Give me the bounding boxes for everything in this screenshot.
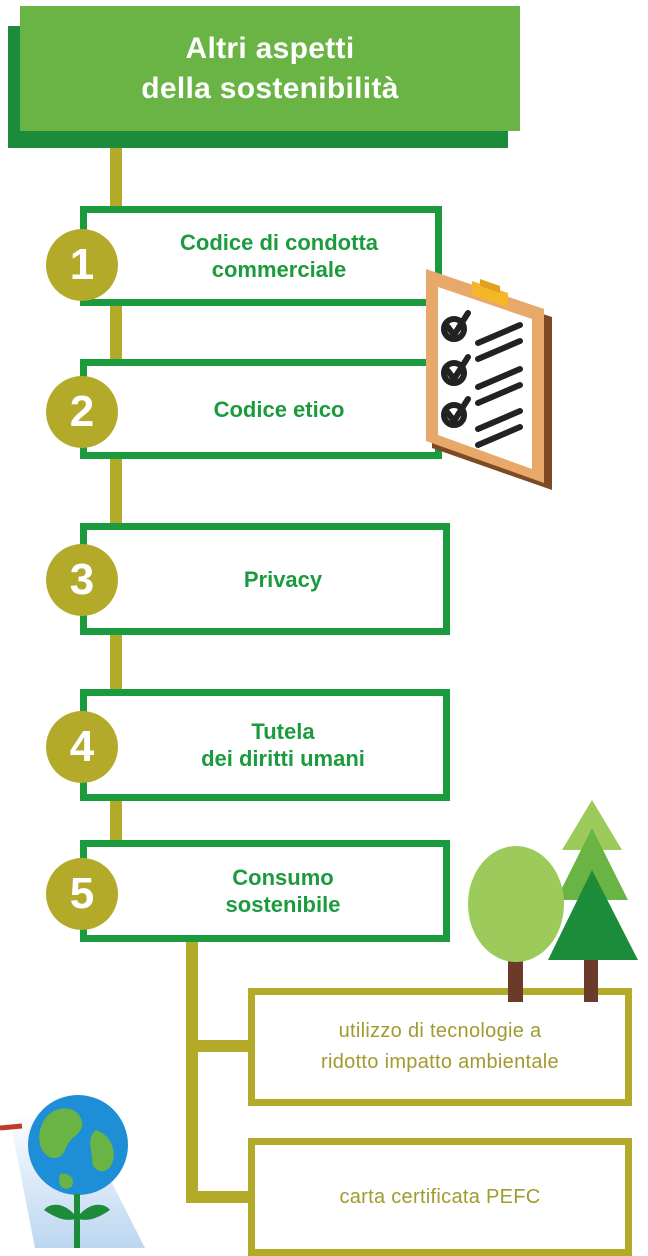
branch-connector: [186, 935, 198, 1202]
branch-connector-2: [186, 1191, 250, 1203]
sub-box-2: carta certificata PEFC: [248, 1138, 632, 1256]
step-box-2: Codice etico: [80, 359, 442, 459]
step-label-5: Consumo sostenibile: [225, 865, 341, 917]
step-label-1: Codice di condotta commerciale: [180, 230, 378, 282]
step-box-1: Codice di condotta commerciale: [80, 206, 442, 306]
step-number-1: 1: [46, 229, 118, 301]
step-box-3: Privacy: [80, 523, 450, 635]
step-number-4: 4: [46, 711, 118, 783]
sub-box-1: utilizzo di tecnologie a ridotto impatto…: [248, 988, 632, 1106]
step-box-4: Tutela dei diritti umani: [80, 689, 450, 801]
sub-label-2: carta certificata PEFC: [339, 1185, 541, 1208]
step-label-2: Codice etico: [213, 396, 345, 422]
step-number-3: 3: [46, 544, 118, 616]
branch-connector-1: [186, 1040, 250, 1052]
step-number-5: 5: [46, 858, 118, 930]
globe-plant-icon: [0, 1095, 145, 1248]
step-number-2: 2: [46, 376, 118, 448]
title-box: Altri aspetti della sostenibilità: [20, 6, 520, 131]
step-box-5: Consumo sostenibile: [80, 840, 450, 942]
trees-icon: [468, 800, 638, 1002]
sub-label-1: utilizzo di tecnologie a ridotto impatto…: [321, 1020, 559, 1073]
step-label-3: Privacy: [243, 566, 323, 592]
clipboard-checklist-icon: [426, 269, 552, 490]
step-label-4: Tutela dei diritti umani: [201, 719, 365, 771]
page-title: Altri aspetti della sostenibilità: [141, 31, 399, 105]
